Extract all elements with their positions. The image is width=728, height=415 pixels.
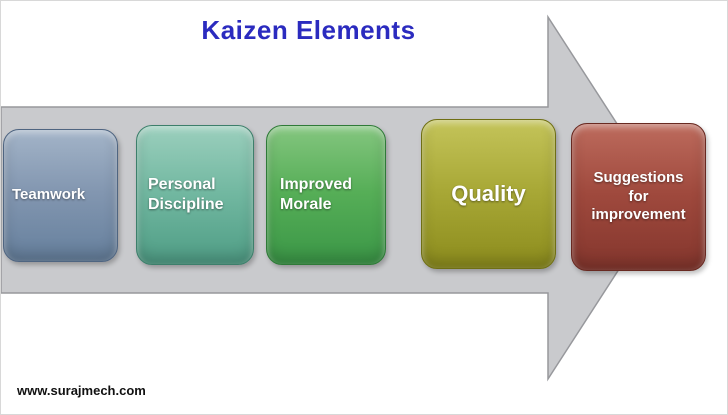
kaizen-element-improved-morale: Improved Morale: [266, 125, 386, 265]
kaizen-element-label: Personal Discipline: [148, 176, 224, 213]
kaizen-element-quality: Quality: [421, 119, 556, 269]
kaizen-element-personal-discipline: Personal Discipline: [136, 125, 254, 265]
kaizen-element-suggestions: Suggestions for improvement: [571, 123, 706, 271]
kaizen-element-teamwork: Teamwork: [3, 129, 118, 262]
watermark-text: www.surajmech.com: [17, 383, 146, 398]
diagram-title: Kaizen Elements: [201, 15, 416, 45]
kaizen-element-label: Improved Morale: [280, 176, 353, 213]
kaizen-element-label: Teamwork: [12, 186, 86, 204]
kaizen-element-label: Quality: [451, 181, 526, 207]
kaizen-element-label: Suggestions for improvement: [591, 168, 686, 224]
